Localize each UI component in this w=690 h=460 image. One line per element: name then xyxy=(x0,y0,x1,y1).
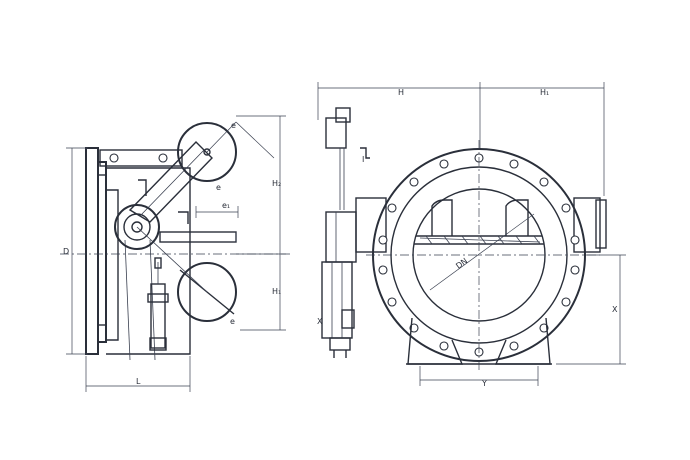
shaft xyxy=(159,231,237,243)
bolt-hole xyxy=(109,153,119,163)
front-cylinder xyxy=(321,261,353,339)
side-view xyxy=(85,122,237,361)
label-X-left: X xyxy=(317,317,323,326)
upper-counterweight xyxy=(177,122,237,182)
left-flange-plate xyxy=(85,147,99,355)
label-D: D xyxy=(63,247,69,256)
label-X: X xyxy=(612,305,618,314)
label-e: e xyxy=(216,183,221,192)
lever-mechanism xyxy=(325,211,357,263)
shaft-hub xyxy=(114,204,160,250)
label-H1: H₁ xyxy=(272,287,281,296)
right-trunnion xyxy=(573,197,601,253)
label-e-lower: e xyxy=(230,317,235,326)
side-view-dimensions: D L H₂ H₁ e e e₁ e xyxy=(60,115,290,392)
valve-disc xyxy=(414,199,544,245)
front-view-dimensions: Y X xyxy=(419,254,626,388)
label-e1: e₁ xyxy=(222,201,230,210)
lower-counterweight xyxy=(177,262,237,322)
bolt-hole xyxy=(158,153,168,163)
upper-lever-arm xyxy=(128,141,213,223)
label-L: L xyxy=(136,377,141,386)
top-pin xyxy=(360,147,370,159)
label-e-upper: e xyxy=(231,121,236,130)
label-small-top: I xyxy=(362,155,364,164)
valve-body-outline xyxy=(106,167,191,355)
label-Y: Y xyxy=(481,379,487,388)
label-H: H xyxy=(398,88,404,97)
label-H2: H₂ xyxy=(272,179,281,188)
front-view: H H₁ I X xyxy=(317,82,607,372)
dn-diagonal xyxy=(429,213,535,291)
label-DN: DN xyxy=(454,256,469,270)
inner-flange-plate xyxy=(97,161,107,343)
left-trunnion xyxy=(355,197,387,253)
label-H1-top: H₁ xyxy=(540,88,549,97)
top-bracket xyxy=(99,149,183,167)
